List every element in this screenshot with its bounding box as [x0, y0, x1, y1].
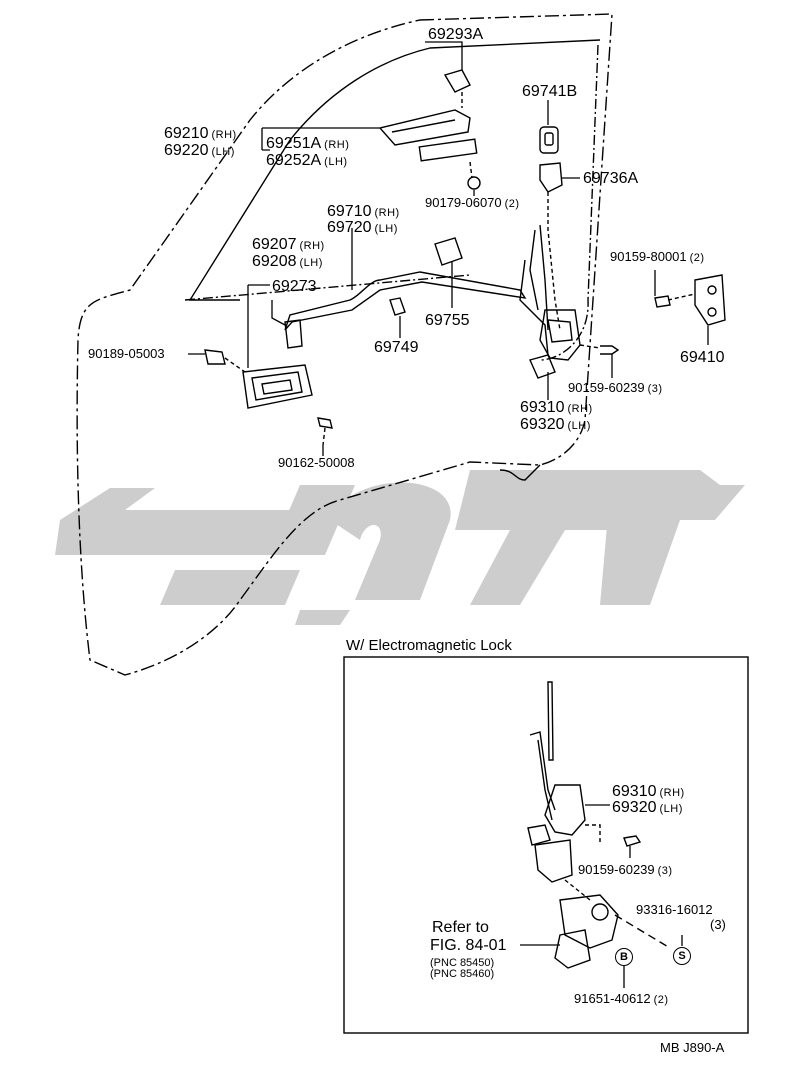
part-label-69293a: 69293A: [428, 26, 484, 43]
part-label-69736a: 69736A: [583, 170, 639, 187]
inset-leaders: [520, 804, 683, 988]
inset-frame: [343, 656, 749, 1034]
part-label-69410: 69410: [680, 349, 725, 366]
part-label-90179-06070: 90179-06070(2): [425, 195, 520, 211]
striker: [654, 274, 726, 326]
part-label-69207: 69207(RH): [252, 236, 325, 253]
part-label-90159-80001: 90159-80001(2): [610, 249, 705, 265]
inside-handle: [204, 319, 333, 446]
inset-label-93316-16012: 93316-16012: [636, 902, 713, 917]
part-label-69273: 69273: [272, 278, 317, 295]
inset-label-91651-40612: 91651-40612(2): [574, 991, 669, 1007]
part-label-69210: 69210(RH): [164, 125, 237, 142]
refer-note-line3: (PNC 85450): [430, 957, 495, 969]
leader-lines: [188, 41, 709, 456]
part-label-69749: 69749: [374, 339, 419, 356]
part-label-69310: 69310(RH): [520, 399, 593, 416]
part-label-69252a: 69252A(LH): [266, 152, 348, 169]
refer-note-line2: FIG. 84-01: [430, 937, 507, 954]
part-label-69755: 69755: [425, 312, 470, 329]
part-label-69741b: 69741B: [522, 83, 578, 100]
callout-s-icon: S: [673, 947, 691, 965]
callout-b-icon: B: [615, 948, 633, 966]
inset-label-69320: 69320(LH): [612, 799, 683, 816]
part-label-69220: 69220(LH): [164, 142, 235, 159]
part-label-90159-60239: 90159-60239(3): [568, 380, 663, 396]
part-label-69720: 69720(LH): [327, 219, 398, 236]
door-outline: [76, 13, 613, 676]
watermark: [55, 470, 745, 625]
inset-label-69310: 69310(RH): [612, 783, 685, 800]
part-label-69710: 69710(RH): [327, 203, 400, 220]
door-lock: [529, 309, 620, 379]
part-label-69320: 69320(LH): [520, 416, 591, 433]
footer-code: MB J890-A: [660, 1040, 725, 1055]
part-label-69208: 69208(LH): [252, 253, 323, 270]
lock-rods: [284, 224, 549, 356]
part-label-69251a: 69251A(RH): [266, 135, 350, 152]
handle-assembly: [378, 69, 563, 331]
refer-note-line1: Refer to: [432, 919, 489, 936]
part-label-90189-05003: 90189-05003: [88, 346, 165, 361]
refer-note-line4: (PNC 85460): [430, 968, 495, 980]
inset-lock-assembly: [527, 681, 671, 969]
inset-label-90159-60239: 90159-60239(3): [578, 862, 673, 878]
inset-label-93316-qty: (3): [710, 917, 726, 932]
part-label-90162-50008: 90162-50008: [278, 455, 355, 470]
inset-title: W/ Electromagnetic Lock: [346, 637, 512, 654]
